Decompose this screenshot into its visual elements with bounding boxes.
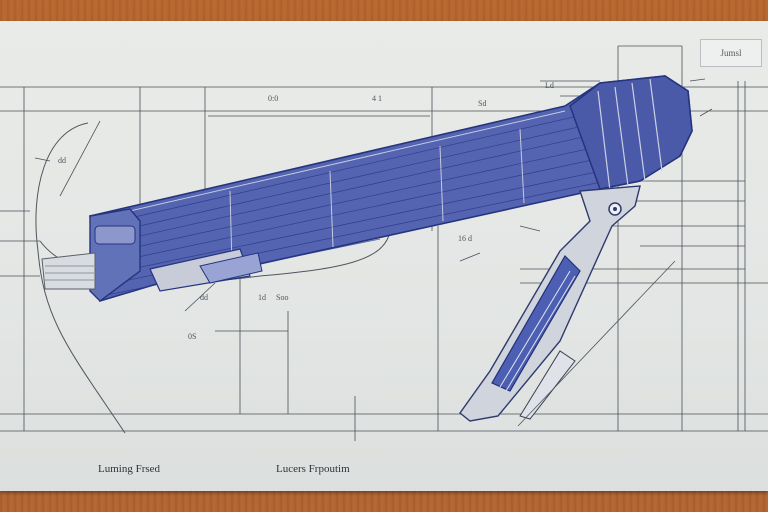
- annotation-note: 1d: [258, 293, 266, 302]
- caption-left: Luming Frsed: [98, 463, 161, 475]
- technical-drawing: [0, 45, 768, 441]
- annotation-note: Ld: [545, 81, 554, 90]
- annotation-note: 4 1: [372, 94, 382, 103]
- blueprint-sheet: dd 0:0 4 1 Sd Ld 1d dd 0S 16 d Soo Jumsl…: [0, 21, 768, 491]
- support-leg: [459, 185, 676, 427]
- annotation-note: dd: [200, 293, 208, 302]
- annotation-note: Soo: [276, 293, 289, 302]
- title-stamp: Jumsl: [700, 39, 762, 67]
- annotation-note: dd: [58, 156, 66, 165]
- annotation-note: 16 d: [458, 234, 472, 243]
- annotation-note: 0:0: [268, 94, 279, 103]
- annotation-note: 0S: [188, 332, 197, 341]
- annotation-note: Sd: [478, 99, 487, 108]
- barrel-shape: [41, 75, 693, 303]
- caption-right: Lucers Frpoutim: [276, 463, 350, 475]
